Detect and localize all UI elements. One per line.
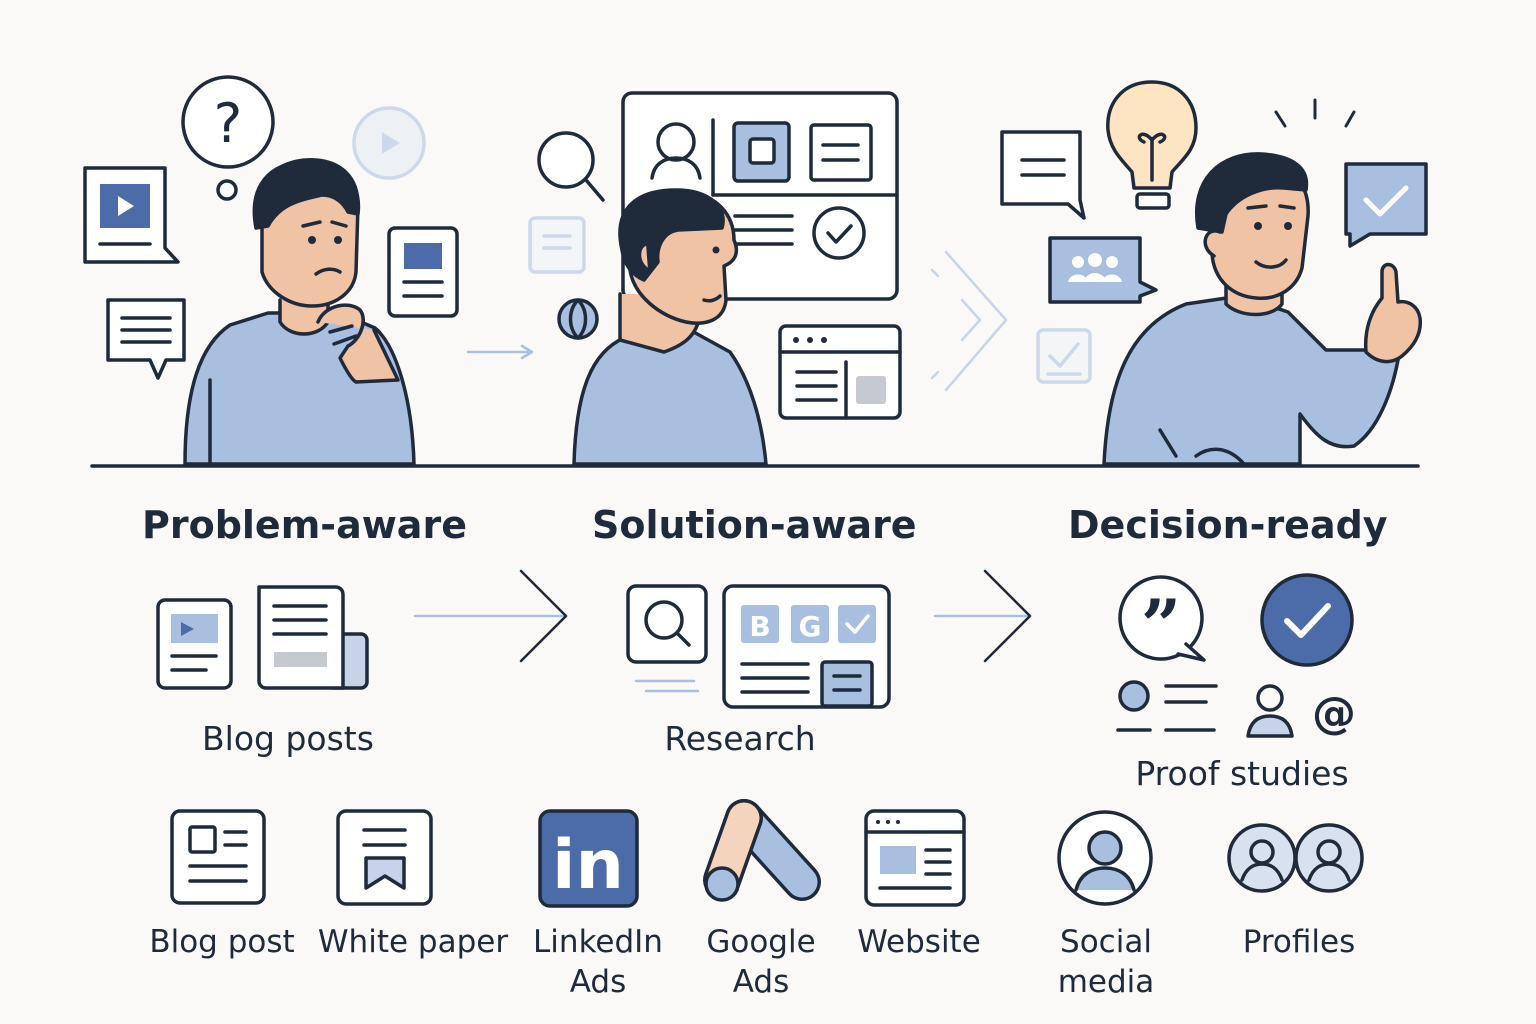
badge-g: G (799, 610, 822, 643)
proof-studies-icon-group: ” @ (1116, 573, 1356, 739)
play-circle-icon (352, 106, 426, 180)
channel-label-linkedin-ads: LinkedIn Ads (533, 924, 663, 1000)
channel-label-website: Website (857, 924, 981, 960)
faded-chevron (930, 250, 1008, 392)
stage-content-research: Research (664, 719, 816, 758)
group-chat-icon (1048, 236, 1158, 304)
google-ads-icon (703, 799, 821, 902)
decision-ready-scene (1000, 80, 1428, 466)
stage-content-proof-studies: Proof studies (1135, 754, 1349, 793)
linkedin-logo-text: in (552, 826, 624, 905)
confident-person-figure (1102, 152, 1423, 466)
channel-label-social-media: Social media (1057, 924, 1155, 1000)
question-mark: ? (214, 92, 243, 155)
lightbulb-icon (1106, 80, 1198, 210)
check-bubble-icon (1344, 162, 1428, 248)
stage-content-blog-posts: Blog posts (202, 719, 374, 758)
checkmark-circle-icon (812, 206, 866, 260)
problem-aware-scene: ? (83, 75, 459, 466)
blog-post-icon (170, 809, 266, 905)
article-icon (387, 226, 459, 318)
question-bubble-icon: ? (181, 75, 275, 201)
channel-label-blog-post: Blog post (149, 924, 295, 960)
spark-lines (1274, 98, 1356, 128)
research-icon-group: B G (626, 584, 891, 709)
researching-person-figure (572, 188, 768, 466)
contact-user-icon (1246, 684, 1294, 738)
speech-bubble-icon (1000, 130, 1086, 220)
badge-b: B (749, 610, 770, 643)
chat-bubble-icon (106, 298, 186, 380)
stage-title-problem-aware: Problem-aware (142, 503, 467, 547)
verified-check-icon (1260, 573, 1354, 667)
confused-person-figure (183, 158, 416, 466)
website-icon (864, 809, 966, 907)
faded-checkbox-icon (1036, 328, 1092, 384)
arrow-to-solution (413, 569, 568, 663)
testimonial-quote-icon: ” (1118, 575, 1206, 667)
magnifier-icon (537, 131, 605, 202)
user-profile-icon (650, 122, 702, 180)
solution-aware-scene (528, 91, 1008, 466)
linkedin-icon: in (538, 809, 639, 908)
white-paper-icon (336, 809, 433, 906)
browser-window-icon (778, 324, 902, 420)
stage-title-solution-aware: Solution-aware (592, 503, 917, 547)
review-list-icon (1116, 680, 1218, 732)
channel-label-white-paper: White paper (317, 924, 509, 960)
channel-label-google-ads: Google Ads (706, 924, 816, 1000)
arrow-to-decision (933, 569, 1032, 663)
social-media-icon (1057, 810, 1153, 906)
video-document-icon (83, 166, 180, 264)
blog-posts-icon-group (156, 585, 369, 690)
stage-title-decision-ready: Decision-ready (1068, 503, 1388, 547)
faded-document-icon (528, 216, 586, 274)
profiles-icon (1227, 823, 1364, 893)
scene-arrow-1 (466, 344, 534, 360)
at-sign-icon: @ (1312, 688, 1356, 739)
globe-icon (557, 298, 599, 340)
channel-label-profiles: Profiles (1242, 924, 1356, 960)
quote-mark: ” (1141, 584, 1181, 667)
